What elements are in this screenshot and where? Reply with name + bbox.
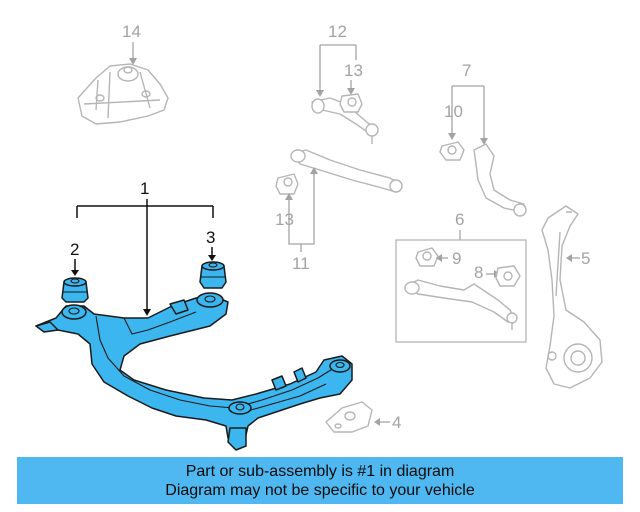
callout-5[interactable]: 5 [581,249,590,268]
banner-line-1: Part or sub-assembly is #1 in diagram [185,462,455,480]
callout-6[interactable]: 6 [455,210,464,229]
parts-diagram: 14 12 13 13 11 7 10 6 [35,22,603,451]
part-10-bushing[interactable] [439,141,465,161]
callout-8[interactable]: 8 [474,263,483,282]
part-2-bushing[interactable] [61,277,89,303]
callout-9[interactable]: 9 [452,249,461,268]
leader-7 [451,85,485,140]
callout-7[interactable]: 7 [462,61,471,80]
part-6-control-arm[interactable] [404,279,518,330]
part-4-bracket[interactable] [325,401,373,433]
leader-1 [76,199,214,312]
part-13-bushing-upper[interactable] [339,93,363,113]
callout-2[interactable]: 2 [70,240,79,259]
banner-line-2: Diagram may not be specific to your vehi… [165,481,475,499]
part-13-bushing-lower[interactable] [275,173,299,195]
callout-10[interactable]: 10 [444,102,463,121]
callout-12[interactable]: 12 [328,22,347,41]
callout-11[interactable]: 11 [292,254,310,273]
part-1-subframe[interactable] [35,292,353,451]
part-3-bushing[interactable] [199,261,227,289]
callout-3[interactable]: 3 [206,228,215,247]
callout-14[interactable]: 14 [122,22,141,41]
leader-12 [319,44,357,92]
info-banner: Part or sub-assembly is #1 in diagram Di… [17,457,623,504]
part-5-steering-knuckle[interactable] [541,205,603,389]
part-14-strut-mount[interactable] [77,63,169,125]
part-9-bushing[interactable] [415,247,439,267]
callout-1[interactable]: 1 [140,179,149,198]
part-8-bushing[interactable] [495,265,521,287]
group-box-6 [395,239,527,343]
callout-4[interactable]: 4 [392,413,401,432]
part-11-control-arm[interactable] [290,149,403,193]
callout-13-lower[interactable]: 13 [275,210,294,229]
callout-13-upper[interactable]: 13 [344,61,363,80]
part-7-lateral-arm[interactable] [473,143,527,217]
